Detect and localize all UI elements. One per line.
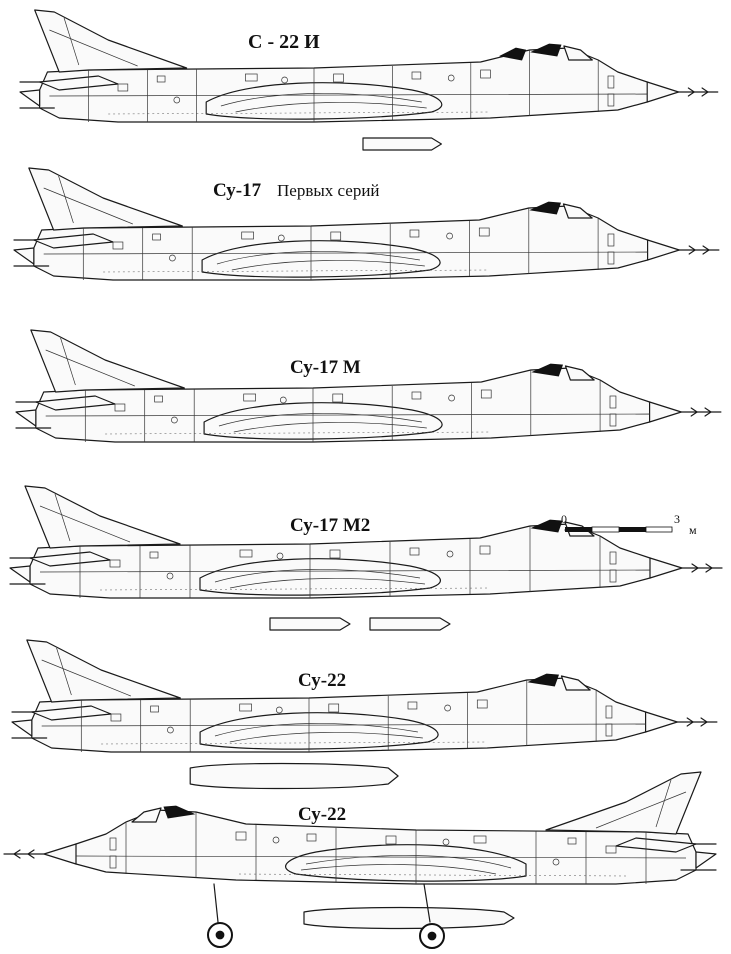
scale-end: 3	[674, 512, 680, 526]
drawing-label-5: Су-22	[298, 670, 346, 691]
aircraft-view-1	[19, 9, 719, 151]
scale-bar: 0 3 м	[561, 512, 697, 537]
drawing-label-4: Су-17 М2	[290, 515, 370, 536]
drawing-label-2: Су-17	[213, 180, 262, 201]
drawing-sublabel-2: Первых серий	[277, 181, 380, 200]
aircraft-view-6	[4, 772, 716, 949]
aircraft-view-5	[11, 639, 718, 790]
drawing-label-2-main: Су-17	[213, 180, 262, 201]
scale-start: 0	[561, 512, 567, 526]
aircraft-view-4	[9, 485, 723, 631]
drawing-label-1: С - 22 И	[248, 31, 320, 53]
aircraft-view-3	[15, 329, 722, 443]
drawing-label-6: Су-22	[298, 804, 346, 825]
scale-unit: м	[689, 523, 697, 537]
drawing-label-3: Су-17 М	[290, 357, 361, 378]
